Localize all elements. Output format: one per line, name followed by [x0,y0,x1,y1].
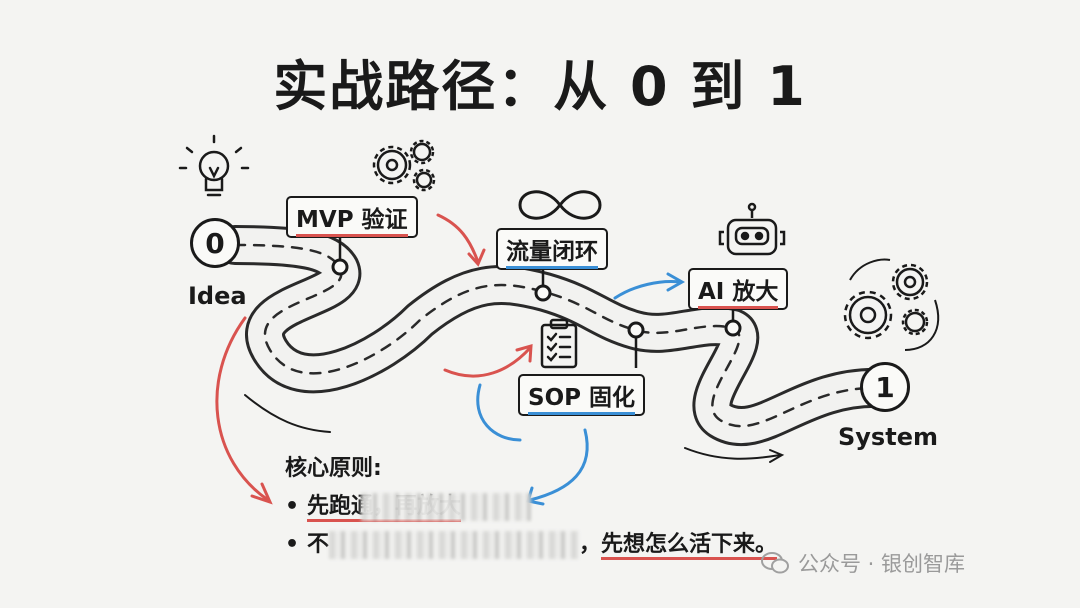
arrow-traffic-to-ai [613,280,682,300]
arrow-sop-to-principles-left [476,383,522,442]
stage-ai-text: AI 放大 [698,279,779,309]
stage-sop-text: SOP 固化 [528,385,635,415]
end-node: 1 [860,362,910,412]
stage-traffic-label: 流量闭环 [496,228,608,270]
redacted-region [329,531,580,559]
gears-cycle-icon [843,258,940,351]
bullet: • [285,494,300,519]
arrow-idea-to-principles [215,316,270,502]
stage-traffic-text: 流量闭环 [506,239,598,269]
waypoint-mvp [331,258,349,276]
arrow-road-to-sop [443,346,532,378]
watermark-text: 公众号 · 银创智库 [798,552,966,576]
principle-prefix: 不 [307,532,330,557]
principle-comma: ， [579,532,602,557]
watermark: 公众号 · 银创智库 [760,548,965,578]
wechat-icon [761,552,789,574]
core-principles: 核心原则: •先跑通，再放大 • 不 ，先想怎么活下来。 [285,450,778,564]
waypoint-sop [627,321,645,339]
principle-item: •先跑通，再放大 [285,488,777,526]
start-label: Idea [188,282,247,310]
stage-sop-label: SOP 固化 [518,374,645,416]
robot-icon [718,202,786,256]
principle-item: • 不 ，先想怎么活下来。 [285,526,778,564]
stage-mvp-text: MVP 验证 [296,207,408,237]
waypoint-traffic [534,284,552,302]
stage-ai-label: AI 放大 [688,268,789,310]
bullet: • [285,532,300,557]
gears-icon [372,139,436,192]
stage-mvp-label: MVP 验证 [286,196,418,238]
principle-emphasis: 先想怎么活下来。 [601,532,778,560]
arrow-sop-to-principles [528,428,589,502]
lightbulb-icon [178,134,250,197]
start-node: 0 [190,218,240,268]
arrow-mvp-to-traffic [436,213,480,264]
checklist-icon [540,318,578,369]
waypoint-ai [724,319,742,337]
end-label: System [838,423,938,451]
page-title: 实战路径：从 0 到 1 [273,55,807,118]
redacted-region [361,493,532,521]
infinity-icon [518,190,602,220]
principles-heading: 核心原则: [285,456,382,481]
